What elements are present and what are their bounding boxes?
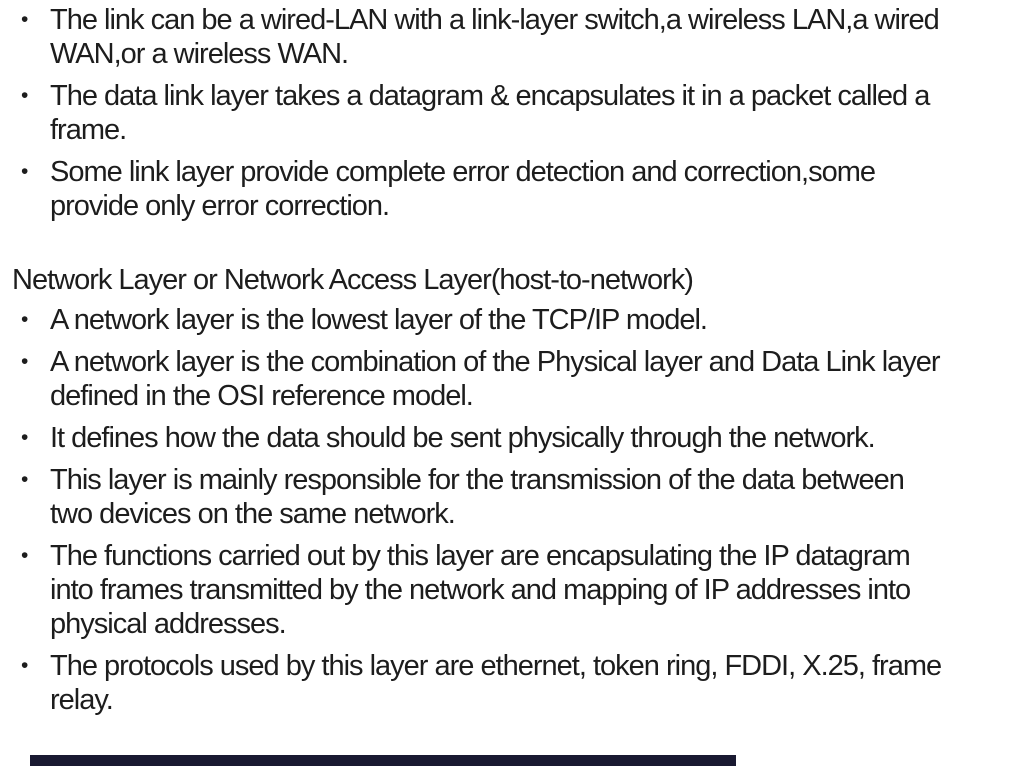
bullet-line: The protocols used by this layer are eth… — [50, 650, 942, 682]
bullet-item: • The link can be a wired-LAN with a link… — [0, 3, 1014, 71]
bullet-dot-icon: • — [21, 350, 29, 373]
bullet-item: • Some link layer provide complete error … — [0, 155, 1014, 223]
bullet-text: It defines how the data should be sent p… — [50, 421, 1014, 455]
bullet-item: • The protocols used by this layer are et… — [0, 649, 1014, 717]
bullet-text: The functions carried out by this layer … — [50, 539, 1014, 641]
section-heading: Network Layer or Network Access Layer(ho… — [12, 264, 694, 296]
bullet-line: into frames transmitted by the network a… — [50, 574, 911, 606]
bullet-line: physical addresses. — [50, 608, 287, 640]
bullet-item: • A network layer is the combination of t… — [0, 345, 1014, 413]
bullet-item: • This layer is mainly responsible for th… — [0, 463, 1014, 531]
bullet-line: The functions carried out by this layer … — [50, 540, 911, 572]
bullet-line: The link can be a wired-LAN with a link-… — [50, 4, 940, 36]
bullet-dot-icon: • — [21, 544, 29, 567]
bullet-item: • A network layer is the lowest layer of … — [0, 303, 1014, 337]
bullet-item: • It defines how the data should be sent … — [0, 421, 1014, 455]
bullet-text: Some link layer provide complete error d… — [50, 155, 1014, 223]
bullet-list: • A network layer is the lowest layer of … — [0, 303, 1014, 717]
bullet-line: relay. — [50, 684, 114, 716]
bullet-line: This layer is mainly responsible for the… — [50, 464, 905, 496]
bullet-text: A network layer is the lowest layer of t… — [50, 303, 1014, 337]
bullet-text: A network layer is the combination of th… — [50, 345, 1014, 413]
bullet-dot-icon: • — [21, 8, 29, 31]
bullet-text: The data link layer takes a datagram & e… — [50, 79, 1014, 147]
bullet-text: The link can be a wired-LAN with a link-… — [50, 3, 1014, 71]
bullet-item: • The functions carried out by this layer… — [0, 539, 1014, 641]
bullet-line: WAN,or a wireless WAN. — [50, 38, 349, 70]
slide-content: • The link can be a wired-LAN with a link… — [0, 3, 1014, 717]
bullet-text: The protocols used by this layer are eth… — [50, 649, 1014, 717]
bullet-line: provide only error correction. — [50, 190, 390, 222]
bottom-progress-bar — [30, 755, 736, 766]
bullet-line: It defines how the data should be sent p… — [50, 422, 876, 454]
bullet-item: • The data link layer takes a datagram & … — [0, 79, 1014, 147]
bullet-dot-icon: • — [21, 654, 29, 677]
bullet-line: A network layer is the lowest layer of t… — [50, 304, 708, 336]
bullet-dot-icon: • — [21, 308, 29, 331]
bullet-dot-icon: • — [21, 468, 29, 491]
bullet-line: Some link layer provide complete error d… — [50, 156, 876, 188]
bullet-line: frame. — [50, 114, 127, 146]
bullet-dot-icon: • — [21, 84, 29, 107]
bullet-line: two devices on the same network. — [50, 498, 456, 530]
bullet-line: The data link layer takes a datagram & e… — [50, 80, 930, 112]
bullet-list: • The link can be a wired-LAN with a link… — [0, 3, 1014, 223]
bullet-line: A network layer is the combination of th… — [50, 346, 941, 378]
bullet-dot-icon: • — [21, 426, 29, 449]
bullet-text: This layer is mainly responsible for the… — [50, 463, 1014, 531]
bullet-line: defined in the OSI reference model. — [50, 380, 474, 412]
bullet-dot-icon: • — [21, 160, 29, 183]
